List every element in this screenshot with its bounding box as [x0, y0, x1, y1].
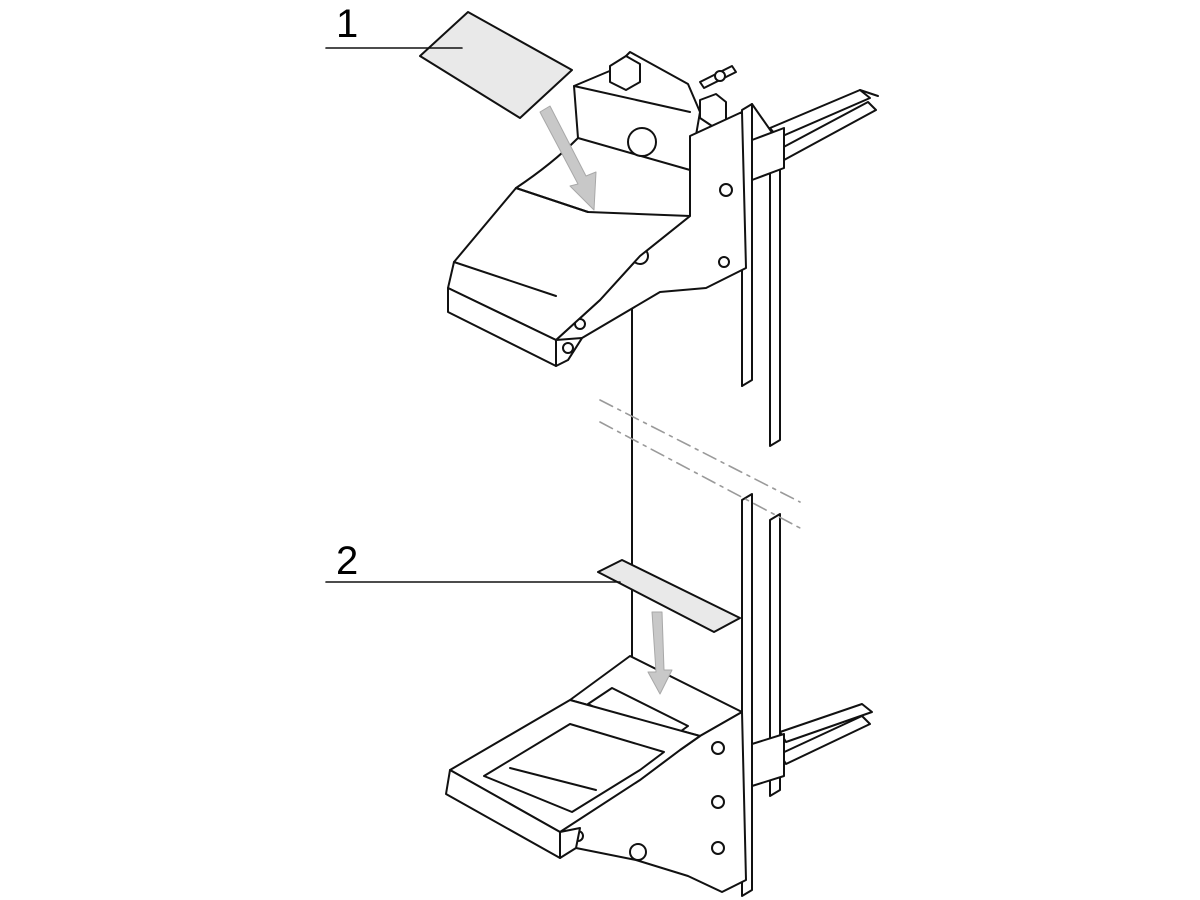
- lower-plate-hole-4: [629, 843, 647, 861]
- lower-plate-hole-1: [711, 741, 725, 755]
- upper-block-to-body: [515, 137, 579, 189]
- leader-lines: [325, 47, 621, 583]
- lower-plate-hole-3: [711, 841, 725, 855]
- lower-cradle-tray-inner: [483, 723, 665, 813]
- break-line-top: [599, 399, 801, 503]
- upper-pin-tip: [859, 89, 879, 97]
- upper-bolt-head: [751, 127, 785, 181]
- upper-mounting-pins: [699, 65, 879, 181]
- lower-cradle-front-side: [559, 827, 581, 859]
- back-rail-upper: [769, 143, 781, 447]
- lower-plate-hole-2: [711, 795, 725, 809]
- callout-number-2: 2: [336, 539, 359, 583]
- lower-bolt-head: [751, 733, 785, 787]
- upper-cradle: [447, 51, 747, 367]
- upper-block-hole: [627, 127, 657, 157]
- lower-cradle-pad: [597, 559, 741, 633]
- lower-tray-floor-line: [509, 767, 597, 791]
- upper-cradle-body: [447, 187, 691, 341]
- upper-top-lug: [609, 55, 641, 91]
- direction-arrows: [539, 105, 673, 695]
- break-lines: [599, 399, 801, 529]
- upper-block-edge: [573, 85, 691, 113]
- lower-mounting-pins: [751, 703, 873, 787]
- upper-small-rod-nut: [714, 70, 726, 82]
- lower-insert-arrow: [647, 611, 673, 695]
- upper-body-fold-2: [453, 261, 557, 297]
- lower-cradle: [445, 655, 747, 893]
- upper-body-fold: [515, 187, 589, 213]
- back-rail-lower: [769, 513, 781, 797]
- break-line-bottom: [599, 421, 801, 529]
- vertical-frame: [631, 103, 781, 897]
- upper-front-hole: [562, 342, 574, 354]
- upper-plate-hole-top: [719, 183, 733, 197]
- upper-plate-hole-right: [718, 256, 730, 268]
- upper-cradle-pad: [419, 11, 573, 119]
- callout-number-1: 1: [336, 2, 359, 46]
- upper-insert-arrow: [539, 105, 597, 211]
- pads: [419, 11, 741, 633]
